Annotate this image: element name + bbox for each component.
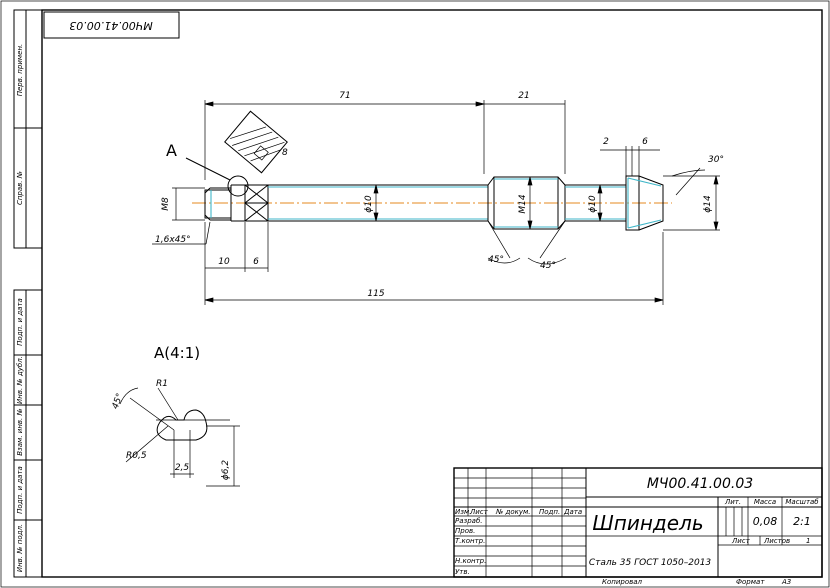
dim-10: 10 [218, 257, 230, 267]
dim-chamfer: 1,6x45° [155, 235, 191, 245]
dim-45b: 45° [540, 261, 556, 271]
side-label-0: Перв. примен. [16, 44, 24, 97]
dim-6-top: 6 [642, 137, 648, 147]
tb-row-razrab: Разраб. [455, 517, 483, 525]
detail-label: A(4:1) [154, 344, 200, 362]
side-label-1: Справ. № [16, 171, 24, 205]
detail-r05: R0,5 [126, 451, 147, 461]
tb-sheets-label: Листов [763, 537, 790, 545]
side-strip-bottom [13, 289, 43, 578]
tb-mass: 0,08 [753, 515, 778, 528]
tb-row-prov: Пров. [455, 527, 475, 535]
dimensions [152, 100, 720, 305]
dim-phi14: ϕ14 [703, 195, 713, 213]
dim-m8: M8 [161, 197, 171, 211]
detail-r1: R1 [156, 379, 168, 389]
side-label-2: Подп. и дата [16, 298, 24, 346]
tb-row-utv: Утв. [455, 568, 470, 576]
dim-m14: M14 [518, 194, 528, 213]
tb-hdr-sign: Подп. [539, 508, 560, 516]
view-a-label: A [166, 141, 177, 160]
side-label-5: Подп. и дата [16, 466, 24, 514]
tb-hdr-date: Дата [563, 508, 582, 516]
tb-row-nkontr: Н.контр. [455, 557, 486, 565]
detail-phi62: ϕ6,2 [221, 460, 231, 481]
dim-21: 21 [518, 91, 529, 101]
tb-material: Сталь 35 ГОСТ 1050–2013 [589, 558, 712, 568]
tb-hdr-izm: Изм. [455, 508, 471, 516]
detail-45deg: 45° [111, 392, 126, 410]
stamp-box [43, 11, 180, 39]
side-strip-top [13, 9, 43, 249]
side-label-4: Взам. инв. № [16, 408, 24, 456]
dim-30deg: 30° [708, 155, 724, 165]
tb-scale: 2:1 [793, 515, 811, 528]
dim-6-bottom: 6 [253, 257, 259, 267]
dim-2: 2 [603, 137, 609, 147]
dim-115: 115 [367, 289, 384, 299]
tb-format-label: Формат [736, 578, 765, 586]
tb-col-scale: Масштаб [785, 498, 819, 506]
tb-format-value: A3 [781, 578, 791, 586]
title-block [453, 467, 823, 578]
view-a-circle [227, 175, 249, 197]
side-label-3: Инв. № дубл. [16, 356, 24, 404]
dim-phi10-left: ϕ10 [364, 195, 374, 213]
detail-25: 2,5 [175, 463, 190, 473]
spindle-part [192, 175, 672, 231]
detail-view [119, 387, 240, 487]
dim-45a: 45° [488, 255, 504, 265]
tb-copied: Копировал [602, 578, 643, 586]
tb-hdr-doc: № докум. [495, 508, 531, 516]
tb-name: Шпиндель [592, 511, 703, 535]
dim-square-8: 8 [282, 148, 288, 158]
tb-col-mass: Масса [754, 498, 776, 506]
dim-71: 71 [339, 91, 350, 101]
tb-sheets-value: 1 [806, 537, 810, 545]
tb-hdr-list: Лист [469, 508, 489, 516]
tb-sheet-label: Лист [731, 537, 751, 545]
tb-designation: МЧ00.41.00.03 [647, 476, 753, 492]
stamp-text: МЧ00.41.00.03 [69, 19, 153, 32]
section-square: 8 [224, 110, 288, 174]
side-label-6: Инв. № подл. [16, 524, 24, 572]
tb-row-tkontr: Т.контр. [455, 537, 485, 545]
tb-col-lit: Лит. [724, 498, 741, 506]
dim-phi10-right: ϕ10 [588, 195, 598, 213]
